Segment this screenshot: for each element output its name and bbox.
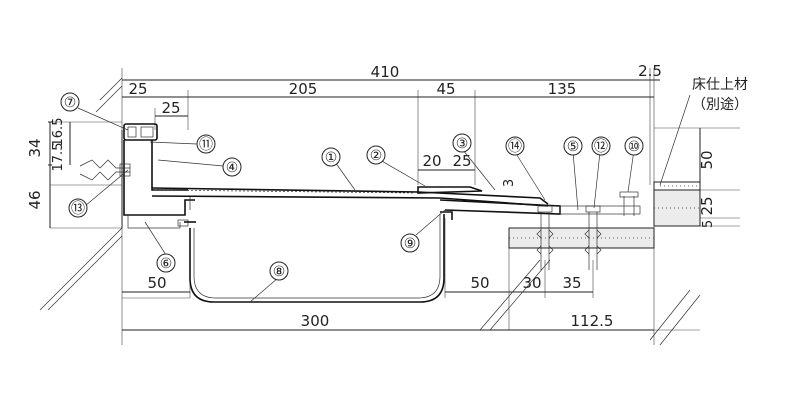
dim-50-bottom-left: 50	[147, 274, 166, 292]
dim-205: 205	[289, 80, 318, 98]
dim-25-inner: 25	[161, 99, 180, 117]
svg-text:⑪: ⑪	[199, 137, 213, 153]
note-line1: 床仕上材	[692, 77, 748, 93]
callout-6: ⑥	[156, 253, 176, 273]
callout-9: ⑨	[400, 233, 420, 253]
dim-300: 300	[301, 312, 330, 330]
svg-text:⑧: ⑧	[273, 264, 286, 280]
svg-text:⑩: ⑩	[628, 139, 641, 155]
left-frame-profile	[79, 123, 195, 229]
dim-46: 46	[26, 190, 44, 209]
svg-text:①: ①	[325, 150, 338, 166]
dim-50-bottom-mid: 50	[470, 274, 489, 292]
bottom-dimensions: 50 300 50 30 35 112.5	[122, 274, 654, 331]
callout-5: ⑤	[563, 136, 583, 156]
dim-2-5: 2.5	[638, 62, 662, 80]
svg-text:⑬: ⑬	[71, 201, 85, 217]
callout-14: ⑭	[505, 136, 525, 156]
callout-10: ⑩	[624, 136, 644, 156]
callout-3: ③	[452, 133, 472, 153]
svg-text:⑨: ⑨	[404, 236, 417, 252]
cover-plate	[151, 186, 641, 215]
svg-text:③: ③	[456, 136, 469, 152]
callout-13: ⑬	[68, 198, 88, 218]
left-dimensions: 34 17.5 16.5 46	[26, 118, 71, 228]
trough	[184, 211, 453, 303]
dim-50-right: 50	[698, 150, 716, 169]
top-dimensions: 410 2.5 25 205 45 135 25 20 25 3	[122, 62, 662, 187]
dim-25-right: 25	[698, 196, 716, 215]
note-line2: （別途）	[692, 96, 748, 113]
callout-11: ⑪	[196, 134, 216, 154]
dim-30: 30	[522, 274, 541, 292]
dim-3: 3	[502, 179, 517, 187]
callout-8: ⑧	[269, 261, 289, 281]
right-dimensions: 50 25 5	[698, 128, 716, 228]
svg-text:④: ④	[226, 160, 239, 176]
dim-45: 45	[436, 80, 455, 98]
dim-5-right: 5	[701, 220, 716, 228]
dim-20: 20	[422, 152, 441, 170]
svg-text:⑭: ⑭	[508, 139, 522, 155]
anchors-right	[536, 191, 639, 270]
dim-17-5: 17.5	[51, 143, 66, 172]
callout-7: ⑦	[60, 92, 80, 112]
callout-1: ①	[321, 147, 341, 167]
dim-34: 34	[26, 138, 44, 157]
dim-25-mid: 25	[452, 152, 471, 170]
floor-finish-note: 床仕上材 （別途）	[692, 77, 748, 113]
callout-leaders	[77, 94, 691, 303]
svg-text:②: ②	[370, 148, 383, 164]
svg-text:⑤: ⑤	[567, 139, 580, 155]
dim-16-5: 16.5	[51, 118, 66, 147]
callout-4: ④	[222, 157, 242, 177]
dim-112-5: 112.5	[571, 312, 614, 330]
right-slab	[479, 181, 701, 346]
callout-12: ⑫	[591, 136, 611, 156]
dim-135: 135	[548, 80, 577, 98]
svg-text:⑫: ⑫	[594, 139, 608, 155]
callout-2: ②	[366, 145, 386, 165]
svg-text:⑥: ⑥	[160, 256, 173, 272]
svg-text:⑦: ⑦	[64, 95, 77, 111]
extension-lines	[50, 68, 740, 345]
dim-410: 410	[371, 63, 400, 81]
dim-25-left: 25	[128, 80, 147, 98]
callouts: ① ② ③ ④ ⑤ ⑥ ⑦ ⑧ ⑨ ⑩ ⑪ ⑫ ⑬ ⑭	[60, 92, 644, 281]
dim-35: 35	[562, 274, 581, 292]
left-wall-hatch	[39, 77, 123, 311]
